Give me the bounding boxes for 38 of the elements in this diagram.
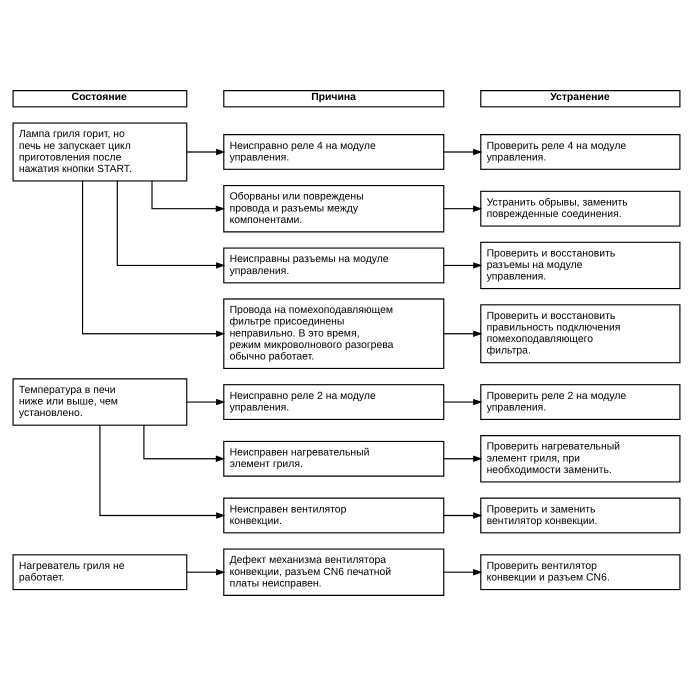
arrow	[82, 181, 226, 337]
node-box: Дефект механизма вентилятора конвекции, разъем CN6 печатной платы неисправен.	[223, 548, 444, 596]
node-box: Лампа гриля горит, но печь не запускает цикл приготовления после нажатия кнопки START.	[12, 122, 188, 182]
node-box: Неисправен вентилятор конвекции.	[223, 498, 444, 534]
arrow	[143, 425, 226, 462]
node-box: Проверить реле 2 на модуле управления.	[480, 384, 680, 420]
arrow	[444, 262, 482, 269]
arrow	[187, 568, 226, 576]
node-box: Устранить обрывы, заменить поврежденные соединения.	[480, 190, 680, 227]
arrow	[444, 205, 482, 212]
node-box: Проверить и восстановить разъемы на модуле управления.	[480, 242, 680, 290]
node-box: Проверить нагревательный элемент гриля, при необходимости заменить.	[480, 435, 680, 482]
arrow	[187, 148, 226, 156]
arrow	[444, 330, 482, 337]
arrow	[187, 398, 226, 406]
node-box: Устранение	[480, 90, 680, 108]
node-box: Состояние	[12, 90, 188, 108]
arrow	[151, 181, 226, 212]
node-box: Неисправно реле 2 на модуле управления.	[223, 384, 444, 420]
arrow	[116, 181, 226, 269]
node-box: Проверить и восстановить правильность подключения помехоподавляющего фильтра.	[480, 304, 680, 364]
node-box: Нагреватель гриля не работает.	[12, 554, 188, 590]
node-box: Температура в печи ниже или выше, чем установлено.	[12, 378, 188, 426]
node-box: Проверить реле 4 на модуле управления.	[480, 134, 680, 170]
node-box: Провода на помехоподавляющем фильтре присоединены неправильно. В это время, режим микроволнового разогрева обычно работает.	[223, 298, 444, 370]
arrow	[444, 148, 482, 156]
arrow	[444, 398, 482, 406]
node-box: Неисправен нагревательный элемент гриля.	[223, 440, 444, 477]
node-box: Проверить и заменить вентилятор конвекции.	[480, 498, 680, 534]
arrow	[444, 568, 482, 576]
arrow	[444, 512, 482, 519]
node-box: Оборваны или повреждены провода и разъемы между компонентами.	[223, 184, 444, 232]
node-box: Проверить вентилятор конвекции и разъем CN6.	[480, 554, 680, 590]
node-box: Неисправно реле 4 на модуле управления.	[223, 134, 444, 170]
node-box: Неисправны разъемы на модуле управления.	[223, 247, 444, 284]
arrow	[444, 456, 482, 462]
node-box: Причина	[223, 90, 444, 108]
arrow	[99, 426, 226, 519]
